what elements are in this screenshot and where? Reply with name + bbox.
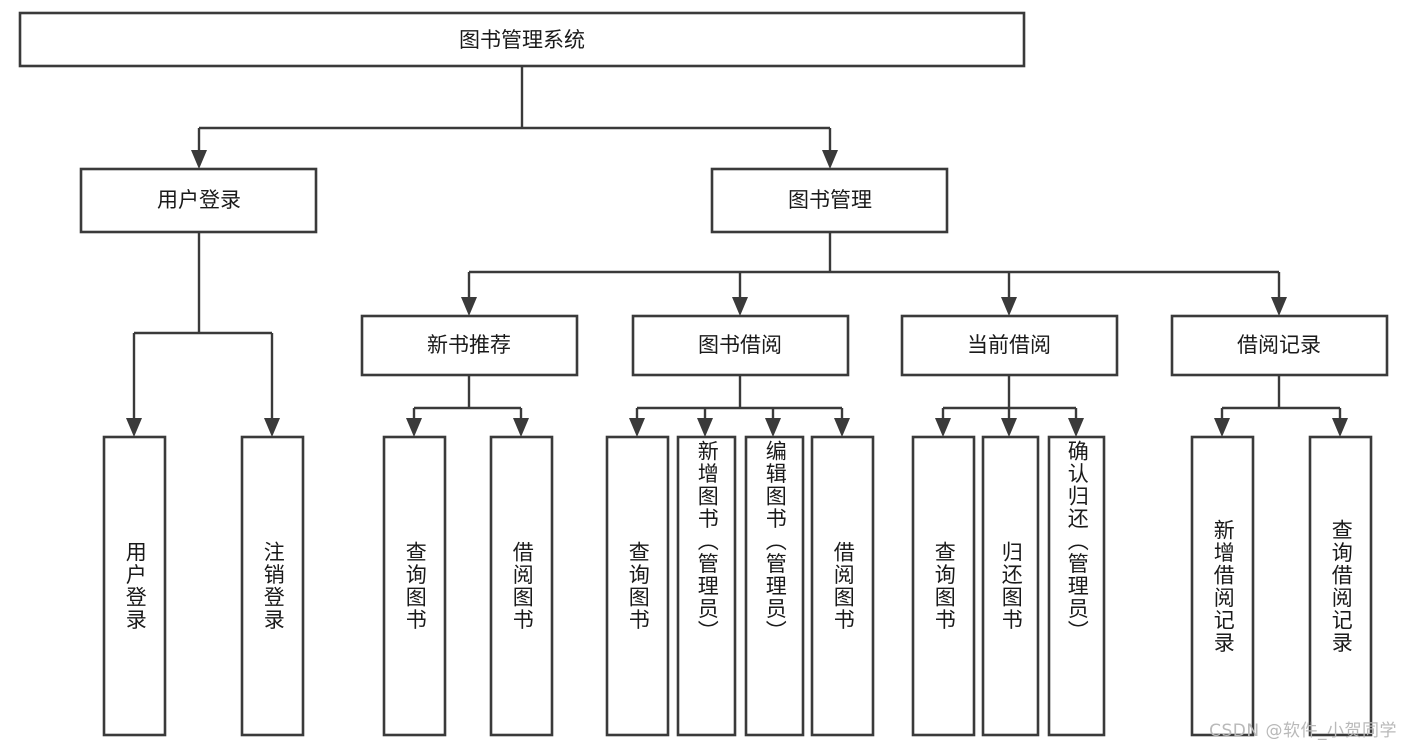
arrow-head-leaf-query-record <box>1332 418 1348 437</box>
node-book-manage-box[interactable] <box>710 167 949 234</box>
node-leaf-borrow-book-1-box[interactable] <box>489 435 554 737</box>
connector-group-current-borrow <box>935 375 1084 437</box>
node-leaf-query-record-box[interactable] <box>1308 435 1373 737</box>
node-leaf-query-book-3-box[interactable] <box>911 435 976 737</box>
arrow-head-user-login <box>191 150 207 169</box>
node-book-borrow-box[interactable] <box>631 314 850 377</box>
arrow-head-leaf-borrow-book-1 <box>513 418 529 437</box>
node-leaf-borrow-book-2-box[interactable] <box>810 435 875 737</box>
node-user-login-label: 用户登录 <box>157 188 241 212</box>
arrow-head-leaf-add-book <box>697 418 713 437</box>
connector-group-book-borrow <box>629 375 850 437</box>
connector-group-root <box>191 66 838 169</box>
node-leaf-add-book-box[interactable] <box>676 435 737 737</box>
node-current-borrow-label: 当前借阅 <box>967 333 1051 357</box>
node-new-book-recommend-label: 新书推荐 <box>427 333 511 357</box>
arrow-head-leaf-borrow-book-2 <box>834 418 850 437</box>
node-current-borrow-box[interactable] <box>900 314 1119 377</box>
arrow-head-leaf-query-book-3 <box>935 418 951 437</box>
node-book-manage[interactable]: 图书管理 <box>710 167 949 234</box>
arrow-head-leaf-confirm-return <box>1068 418 1084 437</box>
node-leaf-user-login-box[interactable] <box>102 435 167 737</box>
arrow-head-borrow-record <box>1271 297 1287 316</box>
arrow-head-current-borrow <box>1001 297 1017 316</box>
arrow-head-leaf-logout-login <box>264 418 280 437</box>
arrow-head-leaf-add-record <box>1214 418 1230 437</box>
arrow-head-leaf-user-login <box>126 418 142 437</box>
node-user-login-box[interactable] <box>79 167 318 234</box>
node-book-borrow-label: 图书借阅 <box>698 333 782 357</box>
connector-group-borrow-record <box>1214 375 1348 437</box>
arrow-head-leaf-query-book-2 <box>629 418 645 437</box>
connector-group-book-manage <box>461 232 1287 316</box>
node-leaf-return-book-box[interactable] <box>981 435 1040 737</box>
leaf-boxes <box>102 435 1373 737</box>
node-root[interactable]: 图书管理系统 <box>18 11 1026 68</box>
node-leaf-confirm-return-box[interactable] <box>1047 435 1106 737</box>
node-root-label: 图书管理系统 <box>459 28 585 52</box>
arrow-head-leaf-query-book-1 <box>406 418 422 437</box>
node-book-manage-label: 图书管理 <box>788 188 872 212</box>
node-borrow-record[interactable]: 借阅记录 <box>1170 314 1389 377</box>
node-leaf-edit-book-box[interactable] <box>744 435 805 737</box>
node-new-book-recommend-box[interactable] <box>360 314 579 377</box>
node-new-book-recommend[interactable]: 新书推荐 <box>360 314 579 377</box>
arrow-head-leaf-return-book <box>1001 418 1017 437</box>
node-user-login[interactable]: 用户登录 <box>79 167 318 234</box>
arrow-head-book-manage <box>822 150 838 169</box>
connector-group-user-login <box>126 232 280 437</box>
node-leaf-add-record-box[interactable] <box>1190 435 1255 737</box>
arrow-head-book-borrow <box>732 297 748 316</box>
node-leaf-query-book-1-box[interactable] <box>382 435 447 737</box>
node-book-borrow[interactable]: 图书借阅 <box>631 314 850 377</box>
node-borrow-record-label: 借阅记录 <box>1237 333 1321 357</box>
node-borrow-record-box[interactable] <box>1170 314 1389 377</box>
node-leaf-logout-login-box[interactable] <box>240 435 305 737</box>
node-current-borrow[interactable]: 当前借阅 <box>900 314 1119 377</box>
arrow-head-new-book-recommend <box>461 297 477 316</box>
csdn-watermark: CSDN @软件_小贺同学 <box>1209 721 1397 741</box>
arrow-head-leaf-edit-book <box>765 418 781 437</box>
connector-group-new-book-recommend <box>406 375 529 437</box>
node-root-box[interactable] <box>18 11 1026 68</box>
node-leaf-query-book-2-box[interactable] <box>605 435 670 737</box>
